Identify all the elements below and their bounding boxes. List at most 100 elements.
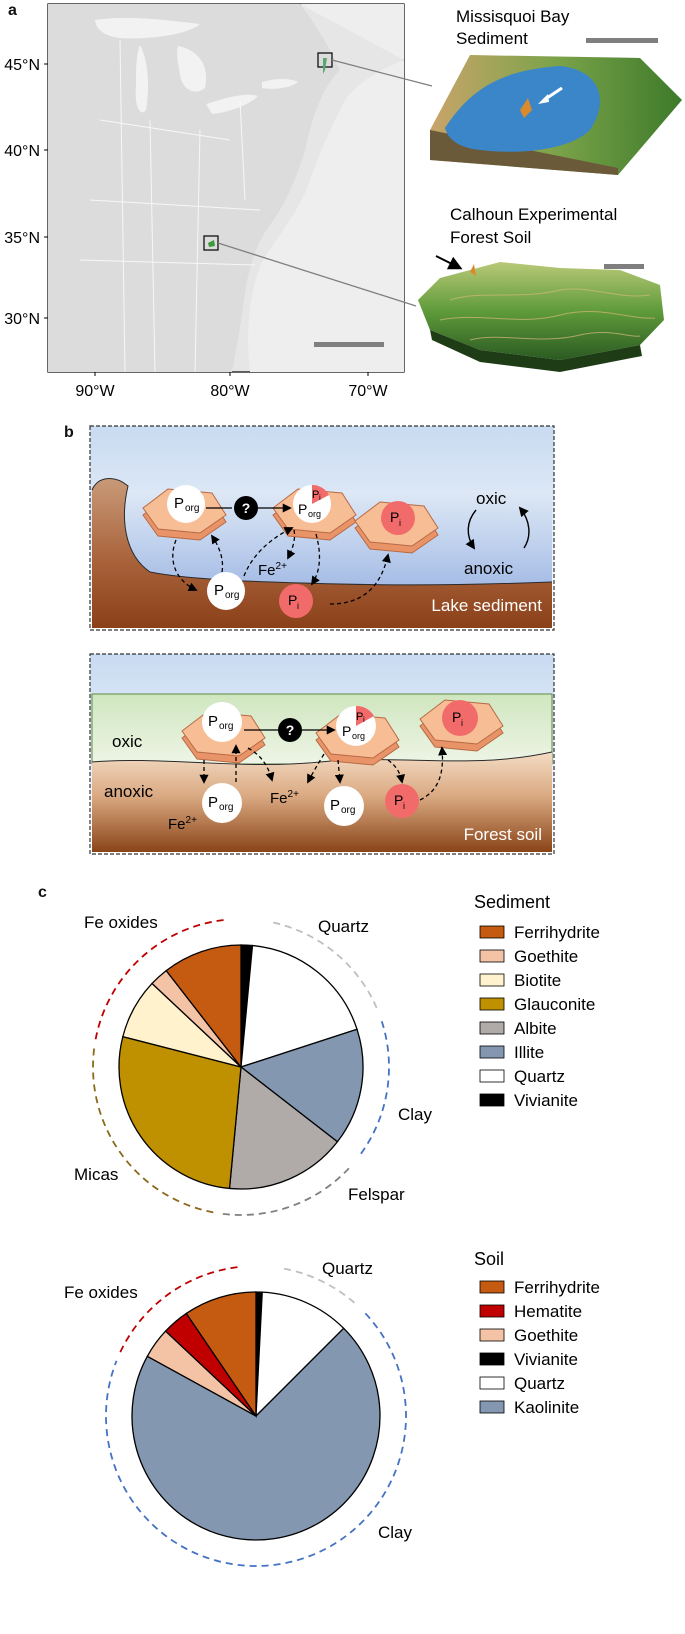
svg-text:org: org <box>219 721 233 732</box>
transfer-arrows <box>199 744 448 801</box>
svg-text:P: P <box>394 792 403 808</box>
anoxic-label: anoxic <box>104 782 154 801</box>
lake-superior <box>95 17 200 39</box>
ocean-area <box>248 4 404 372</box>
legend-swatch-hematite <box>479 1304 505 1318</box>
legend-swatch-kaolinite <box>479 1400 505 1414</box>
terrain-ridges <box>439 288 656 341</box>
pi-released: P i <box>385 784 419 818</box>
legend-swatch-albite <box>479 1021 505 1035</box>
site1-scale-bar <box>586 38 658 43</box>
legend-label-vivianite: Vivianite <box>514 1350 578 1369</box>
x-tick-label: 70°W <box>348 383 388 400</box>
svg-text:i: i <box>319 493 321 502</box>
porg-bubble: P org <box>202 702 242 742</box>
y-tick-label: 45°N <box>4 57 40 74</box>
redox-boundary <box>91 751 553 766</box>
legend-swatch-goethite <box>479 1328 505 1342</box>
site-marker-calhoun <box>208 240 215 247</box>
group-label-clay: Clay <box>398 1105 433 1124</box>
porg-released: P org <box>202 783 242 823</box>
legend-label-ferrihydrite: Ferrihydrite <box>514 1278 600 1297</box>
clay-arc <box>357 1020 390 1159</box>
legend-label-glauconite: Glauconite <box>514 995 595 1014</box>
site1-title-line1: Missisquoi Bay <box>456 7 570 26</box>
soil-schematic: P org P i P org P i P org P org P <box>89 653 555 855</box>
legend-swatch-goethite <box>479 949 505 963</box>
svg-text:P: P <box>342 723 351 739</box>
sample-site-marker <box>520 98 532 118</box>
fe2-label: Fe2+ <box>270 789 299 807</box>
legend-swatch-vivianite <box>479 1093 505 1107</box>
lake-schematic: P org P i P org P i P org P i ? <box>89 425 555 631</box>
pi-released: P i <box>279 584 313 618</box>
redox-arrow <box>465 509 477 550</box>
connector-line-calhoun <box>217 242 417 307</box>
sediment-water-interface <box>91 478 553 586</box>
pi-bubble: P i <box>442 700 478 736</box>
svg-text:P: P <box>208 713 218 730</box>
svg-text:P: P <box>288 592 297 608</box>
fe-oxides-arc <box>119 1265 242 1353</box>
svg-text:i: i <box>297 601 299 611</box>
svg-text:org: org <box>308 509 321 519</box>
group-label-felspar: Felspar <box>348 1185 405 1204</box>
white-arrow-head <box>538 94 549 104</box>
y-tick-label: 35°N <box>4 230 40 247</box>
fe2-label: Fe2+ <box>258 561 287 579</box>
pie-slice-quartz <box>255 1291 345 1418</box>
pie-slice-albite <box>228 1065 339 1190</box>
legend-label-quartz: Quartz <box>514 1374 565 1393</box>
group-label-fe-oxides: Fe oxides <box>64 1283 138 1302</box>
svg-text:org: org <box>225 590 239 601</box>
svg-text:i: i <box>399 518 401 528</box>
x-tick-label: 80°W <box>210 383 250 400</box>
y-tick-label: 30°N <box>4 311 40 328</box>
group-label-quartz: Quartz <box>318 917 369 936</box>
anoxic-label: anoxic <box>464 559 514 578</box>
legend-label-ferrihydrite: Ferrihydrite <box>514 923 600 942</box>
connector-line-missisquoi <box>331 59 433 87</box>
site1-title-line2: Sediment <box>456 29 528 48</box>
fe2-label: Fe2+ <box>168 815 197 833</box>
terrain-surface <box>418 262 664 360</box>
soil-legend-title: Soil <box>474 1249 504 1269</box>
lake-ontario <box>262 79 298 89</box>
quartz-arc <box>273 921 380 1013</box>
oxic-label: oxic <box>476 489 507 508</box>
unknown-process-label: ? <box>242 500 251 516</box>
svg-text:i: i <box>461 718 463 728</box>
svg-text:i: i <box>403 801 405 811</box>
clay-arc <box>105 1312 407 1567</box>
map-panel: 45°N 40°N 35°N 30°N 90°W 80°W 70°W <box>4 3 433 400</box>
svg-text:P: P <box>330 797 340 814</box>
sediment-pie-chart <box>118 944 364 1190</box>
legend-label-albite: Albite <box>514 1019 557 1038</box>
legend-swatch-vivianite <box>479 1352 505 1366</box>
porg-pi-bubble: P i P org <box>293 484 331 523</box>
sediment-group-arcs <box>92 918 390 1216</box>
pie-slice-ferrihydrite <box>185 1291 257 1419</box>
svg-text:P: P <box>208 794 218 811</box>
lake-michigan <box>135 45 148 113</box>
svg-text:org: org <box>352 731 365 741</box>
forest-soil-label: Forest soil <box>464 825 542 844</box>
soil-legend: FerrihydriteHematiteGoethiteVivianiteQua… <box>479 1278 600 1417</box>
legend-label-biotite: Biotite <box>514 971 561 990</box>
svg-text:P: P <box>390 509 399 525</box>
site2-title-line1: Calhoun Experimental <box>450 205 617 224</box>
legend-label-kaolinite: Kaolinite <box>514 1398 579 1417</box>
pie-slice-glauconite <box>118 1035 242 1190</box>
unknown-process-label: ? <box>286 722 295 738</box>
svg-text:P: P <box>214 582 224 599</box>
legend-label-quartz: Quartz <box>514 1067 565 1086</box>
soil-group-arcs <box>105 1265 407 1567</box>
legend-swatch-biotite <box>479 973 505 987</box>
group-label-fe-oxides: Fe oxides <box>84 913 158 932</box>
site-marker-missisquoi <box>323 58 327 74</box>
group-label-clay: Clay <box>378 1523 413 1542</box>
unknown-process-icon <box>234 496 258 520</box>
missisquoi-terrain: Missisquoi Bay Sediment <box>430 7 682 175</box>
map-scale-bar <box>314 342 384 347</box>
site2-scale-bar <box>604 264 644 269</box>
